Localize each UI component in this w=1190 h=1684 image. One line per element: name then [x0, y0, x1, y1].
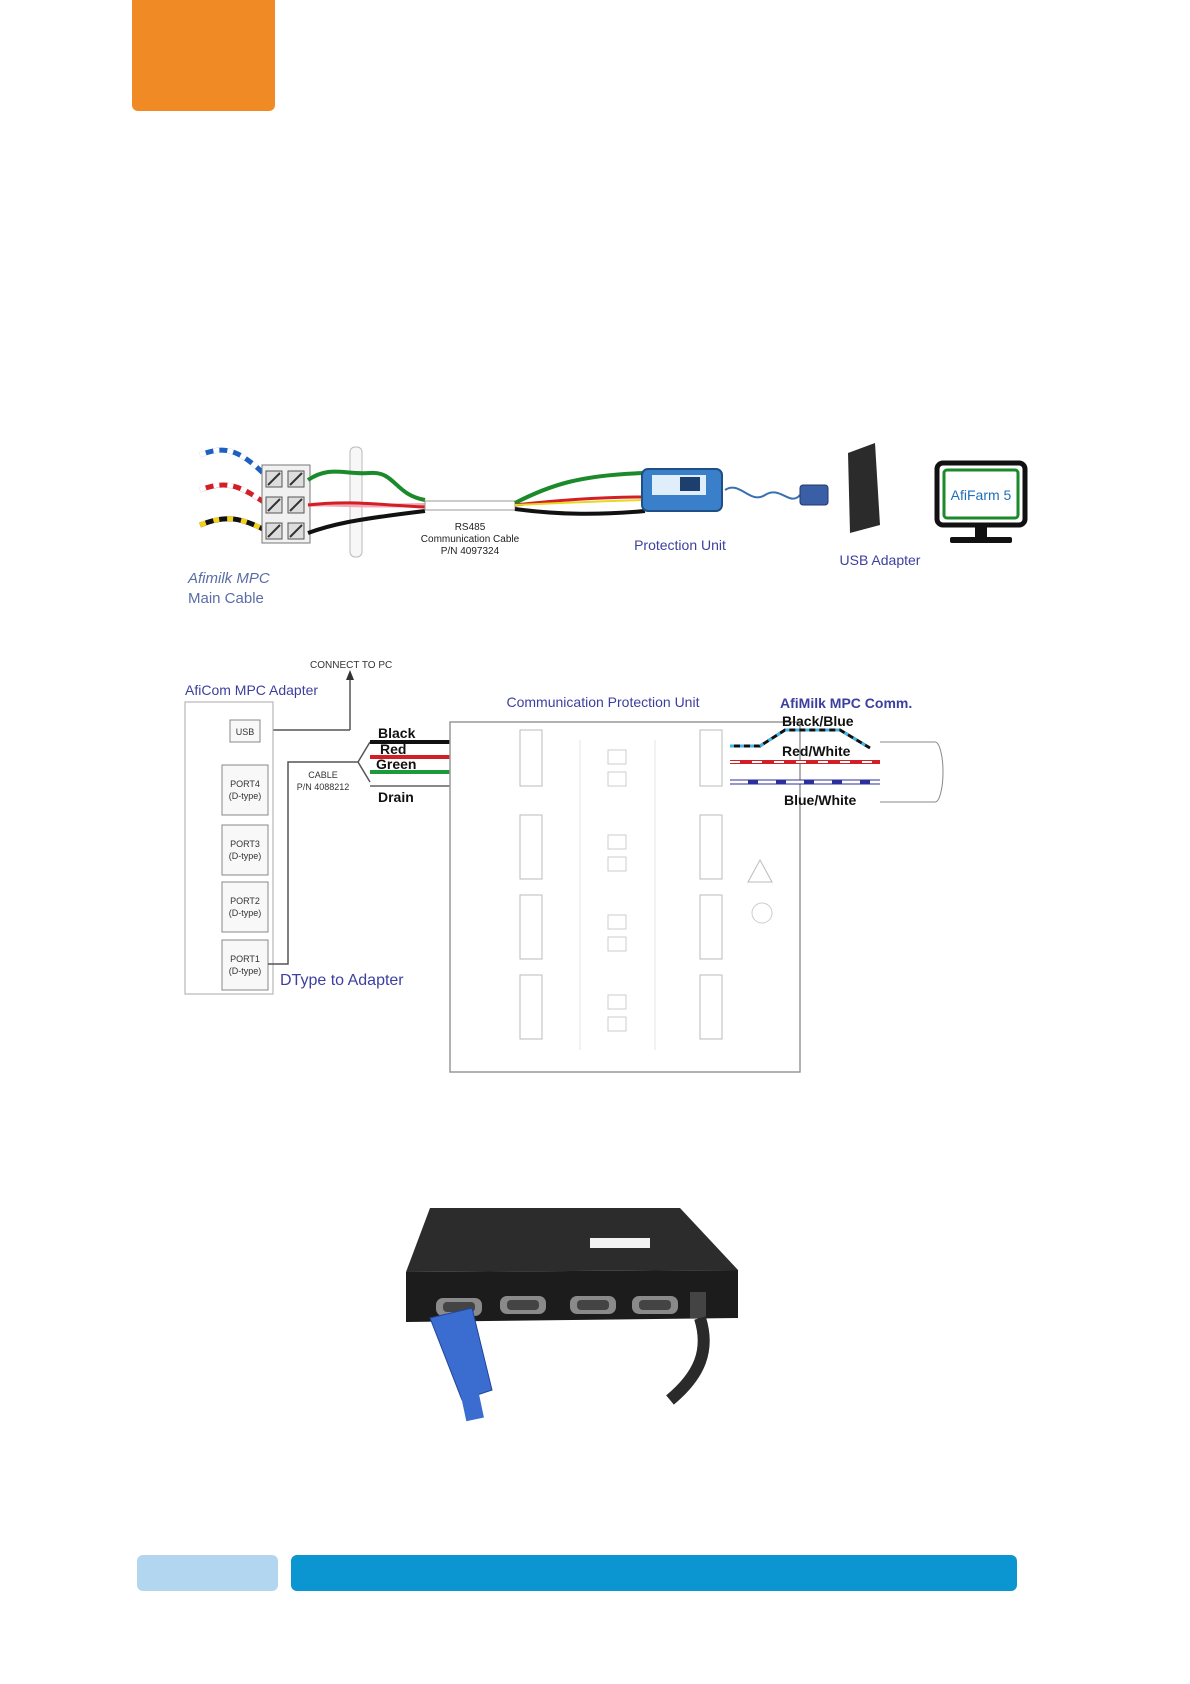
- port3-label: PORT3: [230, 839, 260, 849]
- port2-label: PORT2: [230, 896, 260, 906]
- cable-label-1: CABLE: [308, 770, 338, 780]
- wiring-schematic-diagram: CONNECT TO PC AfiCom MPC Adapter USB POR…: [184, 660, 944, 1073]
- footer-left-bar: [137, 1555, 278, 1591]
- connect-to-pc-label: CONNECT TO PC: [310, 660, 392, 671]
- usb-adapter-image: [848, 443, 880, 533]
- rs485-cable: [424, 500, 516, 511]
- port3-type: (D-type): [229, 851, 262, 861]
- port4-label: PORT4: [230, 779, 260, 789]
- afifarm-label: AfiFarm 5: [951, 487, 1012, 503]
- port1-box: PORT1 (D-type): [221, 939, 269, 991]
- main-cable-label-2: Main Cable: [188, 590, 264, 607]
- comm-wire-1-label: Black/Blue: [782, 713, 854, 729]
- monitor-icon: [934, 460, 1028, 543]
- db9-port-3: [570, 1296, 616, 1314]
- cable-label-2: P/N 4088212: [297, 782, 350, 792]
- chapter-tab: [132, 0, 275, 111]
- port4-box: PORT4 (D-type): [221, 764, 269, 816]
- port1-label: PORT1: [230, 954, 260, 964]
- wire-black-label: Black: [378, 725, 416, 741]
- comm-wire-3-label: Blue/White: [784, 792, 857, 808]
- dtype-adapter-label: DType to Adapter: [280, 972, 404, 989]
- comm-wire-2-label: Red/White: [782, 743, 851, 759]
- rs485-label-3: P/N 4097324: [441, 546, 500, 557]
- protection-unit-image: [641, 468, 723, 512]
- terminal-block: [261, 464, 311, 544]
- wire-green-label: Green: [376, 756, 416, 772]
- port2-type: (D-type): [229, 908, 262, 918]
- comm-cable-end: [880, 741, 944, 803]
- comm-title: AfiMilk MPC Comm.: [780, 695, 912, 711]
- db9-port-4: [632, 1296, 678, 1314]
- db9-port-2: [500, 1296, 546, 1314]
- port3-box: PORT3 (D-type): [221, 824, 269, 876]
- rs485-label-2: Communication Cable: [421, 534, 520, 545]
- db9-connector: [799, 484, 829, 506]
- usb-port-label: USB: [236, 727, 255, 737]
- port4-type: (D-type): [229, 791, 262, 801]
- cabling-overview-diagram: RS485 Communication Cable P/N 4097324 Pr…: [187, 443, 1028, 607]
- rs485-label-1: RS485: [455, 522, 486, 533]
- blue-db9-plug: [429, 1307, 493, 1422]
- main-cable-wires: [199, 447, 267, 533]
- main-cable-label-1: Afimilk MPC: [187, 570, 270, 587]
- protection-unit-label: Protection Unit: [634, 537, 726, 553]
- port1-type: (D-type): [229, 966, 262, 976]
- usb-cable: [666, 1292, 710, 1405]
- protection-board: [449, 721, 801, 1073]
- wire-drain-label: Drain: [378, 789, 414, 805]
- usb-port: [229, 719, 261, 743]
- cpu-title: Communication Protection Unit: [507, 694, 700, 710]
- adapter-photo: [406, 1208, 738, 1422]
- port2-box: PORT2 (D-type): [221, 881, 269, 933]
- footer-right-bar: [291, 1555, 1017, 1591]
- wire-red-label: Red: [380, 741, 406, 757]
- aficom-adapter-title: AfiCom MPC Adapter: [185, 682, 318, 698]
- usb-adapter-label: USB Adapter: [840, 552, 921, 568]
